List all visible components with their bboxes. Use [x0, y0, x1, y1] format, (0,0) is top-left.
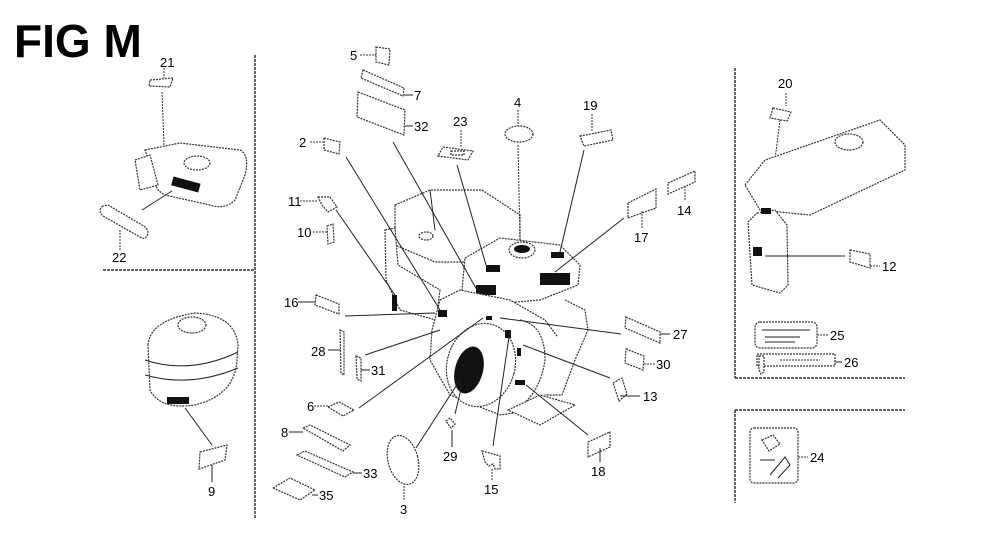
decal-35 [271, 477, 317, 501]
decal-20 [769, 107, 792, 122]
callout-labels: 21 22 9 5 7 32 2 23 4 19 11 10 17 14 16 … [112, 48, 896, 517]
fuel-tank-right [744, 93, 906, 375]
callout-12: 12 [882, 259, 896, 274]
callout-4: 4 [514, 95, 521, 110]
callout-5: 5 [350, 48, 357, 63]
callout-3: 3 [400, 502, 407, 517]
callout-2: 2 [299, 135, 306, 150]
decal-7 [360, 69, 405, 97]
callout-33: 33 [363, 466, 377, 481]
decal-22 [99, 204, 149, 239]
callout-17: 17 [634, 230, 648, 245]
callout-35: 35 [319, 488, 333, 503]
decal-19 [579, 129, 614, 147]
callout-26: 26 [844, 355, 858, 370]
callout-24: 24 [810, 450, 824, 465]
callout-15: 15 [484, 482, 498, 497]
callout-22: 22 [112, 250, 126, 265]
decal-16 [314, 294, 340, 315]
fuel-tank-body [744, 119, 906, 216]
decal-15 [481, 450, 501, 470]
decal-21 [148, 77, 174, 88]
callout-7: 7 [414, 88, 421, 103]
decal-18 [587, 431, 611, 458]
air-cleaner-bottom-left [144, 312, 239, 482]
callout-31: 31 [371, 363, 385, 378]
decal-27 [624, 316, 661, 344]
decal-33 [295, 450, 355, 478]
callout-11: 11 [288, 194, 302, 209]
decal-6 [326, 401, 356, 417]
callout-16: 16 [284, 295, 298, 310]
decal-30 [624, 348, 645, 371]
callout-25: 25 [830, 328, 844, 343]
decal-10 [326, 223, 335, 245]
callout-14: 14 [677, 203, 691, 218]
air-cleaner-round [147, 312, 239, 407]
decal-5 [375, 46, 391, 66]
decal-28 [339, 329, 345, 377]
fuel-tank-side [747, 209, 789, 294]
engine-base [506, 394, 577, 426]
decal-8 [301, 424, 352, 452]
decal-13 [612, 377, 628, 403]
engine-center [271, 46, 696, 501]
decal-11 [317, 196, 338, 213]
callout-6: 6 [307, 399, 314, 414]
decal-25 [754, 321, 818, 349]
decal-17 [627, 188, 657, 219]
callout-13: 13 [643, 389, 657, 404]
decal-2 [323, 137, 341, 155]
warning-decal-panel [749, 427, 808, 484]
callout-8: 8 [281, 425, 288, 440]
air-cleaner-top-left [99, 68, 248, 250]
callout-32: 32 [414, 119, 428, 134]
callout-10: 10 [297, 225, 311, 240]
callout-9: 9 [208, 484, 215, 499]
callout-29: 29 [443, 449, 457, 464]
decal-29 [445, 417, 456, 429]
decal-12 [849, 249, 871, 269]
decal-3 [386, 434, 420, 486]
air-cleaner-body [144, 142, 248, 208]
callout-20: 20 [778, 76, 792, 91]
callout-28: 28 [311, 344, 325, 359]
callout-19: 19 [583, 98, 597, 113]
figure-title: FIG M [14, 15, 142, 67]
callout-30: 30 [656, 357, 670, 372]
decal-9 [198, 444, 228, 470]
callout-23: 23 [453, 114, 467, 129]
panel-frames [103, 55, 905, 518]
decal-32 [356, 91, 406, 136]
decal-4 [504, 125, 534, 143]
decal-31 [355, 355, 362, 382]
callout-18: 18 [591, 464, 605, 479]
callout-27: 27 [673, 327, 687, 342]
decal-14 [667, 170, 696, 195]
callout-21: 21 [160, 55, 174, 70]
